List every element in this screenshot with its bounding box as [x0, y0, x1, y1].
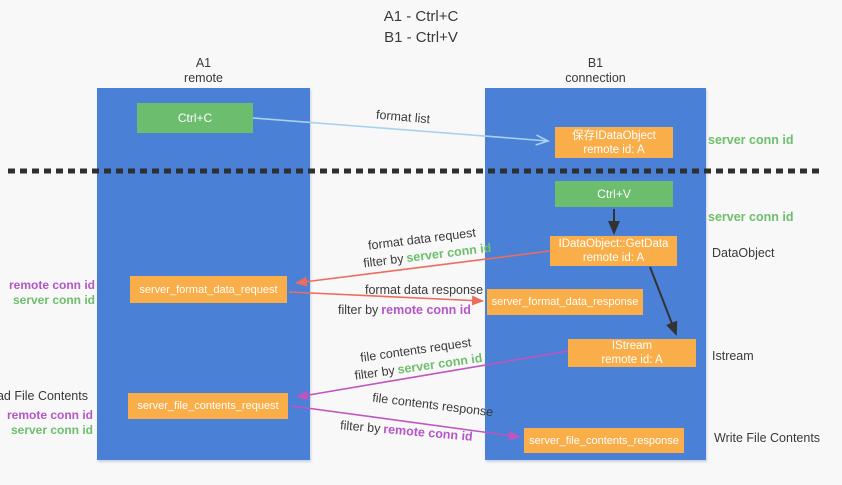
- filter-remote-conn-id: remote conn id: [381, 303, 471, 317]
- title-line-2: B1 - Ctrl+V: [384, 29, 458, 46]
- label-remote-conn-id-left1: remote conn id: [8, 278, 95, 292]
- filter-by-text: filter by: [353, 363, 396, 383]
- node-format-response-label: server_format_data_response: [491, 296, 639, 308]
- column-a1-name: A1: [195, 56, 212, 70]
- filter-by-text: filter by: [339, 418, 382, 436]
- label-dataobject: DataObject: [712, 246, 775, 260]
- label-conn-ids-left-2: remote conn id server conn id: [7, 408, 93, 438]
- label-read-file-contents: Read File Contents: [0, 389, 88, 403]
- filter-by-text: filter by: [338, 303, 379, 317]
- node-save-idataobject-line1: 保存IDataObject: [572, 129, 656, 142]
- label-format-list: format list: [375, 107, 431, 127]
- filter-remote-conn-id: remote conn id: [382, 422, 474, 444]
- node-getdata-line2: remote id: A: [582, 252, 645, 264]
- label-file-contents-response: file contents response: [371, 390, 495, 420]
- node-server-file-contents-response: server_file_contents_response: [524, 428, 684, 453]
- column-header-b1: B1 connection: [485, 56, 706, 86]
- label-format-data-response: format data response: [365, 283, 484, 297]
- node-save-idataobject: 保存IDataObject remote id: A: [555, 127, 673, 158]
- filter-by-text: filter by: [362, 251, 405, 271]
- label-write-file-contents: Write File Contents: [714, 431, 821, 445]
- node-istream-line2: remote id: A: [601, 354, 663, 366]
- label-file-contents-request: file contents request filter byserver co…: [351, 333, 483, 384]
- diagram-title: A1 - Ctrl+C B1 - Ctrl+V: [0, 6, 842, 48]
- label-format-data-request: format data request filter byserver conn…: [360, 224, 492, 273]
- column-b1-name: B1: [587, 56, 604, 70]
- label-server-conn-id-left1: server conn id: [12, 293, 95, 307]
- label-server-conn-id-mid: server conn id: [708, 210, 794, 224]
- node-ctrl-v-label: Ctrl+V: [597, 187, 631, 201]
- title-line-1: A1 - Ctrl+C: [383, 8, 459, 25]
- label-conn-ids-left-1: remote conn id server conn id: [9, 278, 95, 308]
- node-getdata-line1: IDataObject::GetData: [558, 238, 669, 250]
- label-istream: Istream: [712, 349, 754, 363]
- label-server-conn-id-top: server conn id: [708, 133, 794, 147]
- node-ctrl-c: Ctrl+C: [137, 103, 253, 133]
- column-header-a1: A1 remote: [97, 56, 310, 86]
- label-remote-conn-id-left2: remote conn id: [6, 408, 93, 422]
- node-file-response-label: server_file_contents_response: [529, 434, 679, 447]
- node-istream: IStream remote id: A: [568, 339, 696, 367]
- node-format-request-label: server_format_data_request: [139, 283, 278, 296]
- node-file-request-label: server_file_contents_request: [137, 400, 279, 412]
- column-b1-subtitle: connection: [565, 71, 626, 85]
- column-a1-subtitle: remote: [184, 71, 223, 85]
- node-istream-line1: IStream: [611, 340, 653, 352]
- node-server-format-data-request: server_format_data_request: [130, 276, 287, 303]
- node-ctrl-c-label: Ctrl+C: [177, 111, 213, 125]
- node-idataobject-getdata: IDataObject::GetData remote id: A: [550, 236, 677, 266]
- node-server-format-data-response: server_format_data_response: [487, 289, 643, 315]
- label-server-conn-id-left2: server conn id: [10, 423, 93, 437]
- node-save-idataobject-line2: remote id: A: [583, 143, 645, 156]
- node-server-file-contents-request: server_file_contents_request: [128, 393, 288, 419]
- node-ctrl-v: Ctrl+V: [555, 181, 673, 207]
